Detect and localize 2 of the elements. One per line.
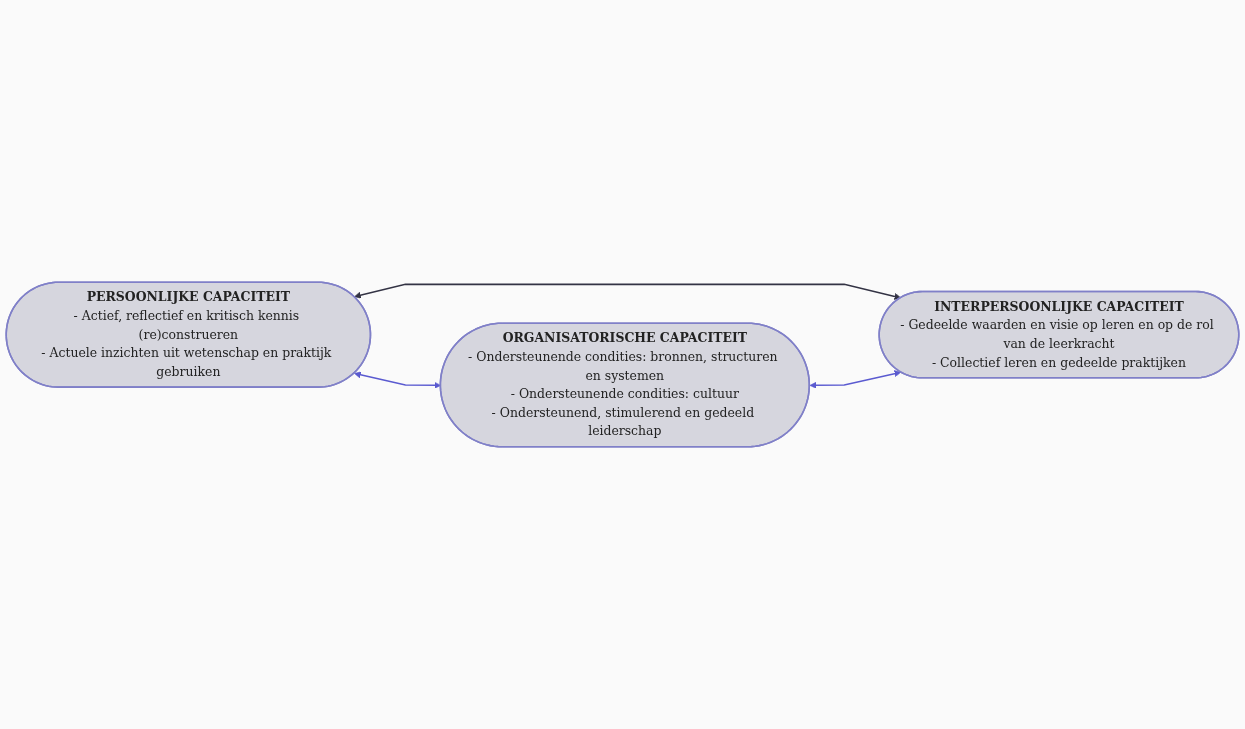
arrow xyxy=(809,370,902,389)
arrow xyxy=(354,283,902,300)
